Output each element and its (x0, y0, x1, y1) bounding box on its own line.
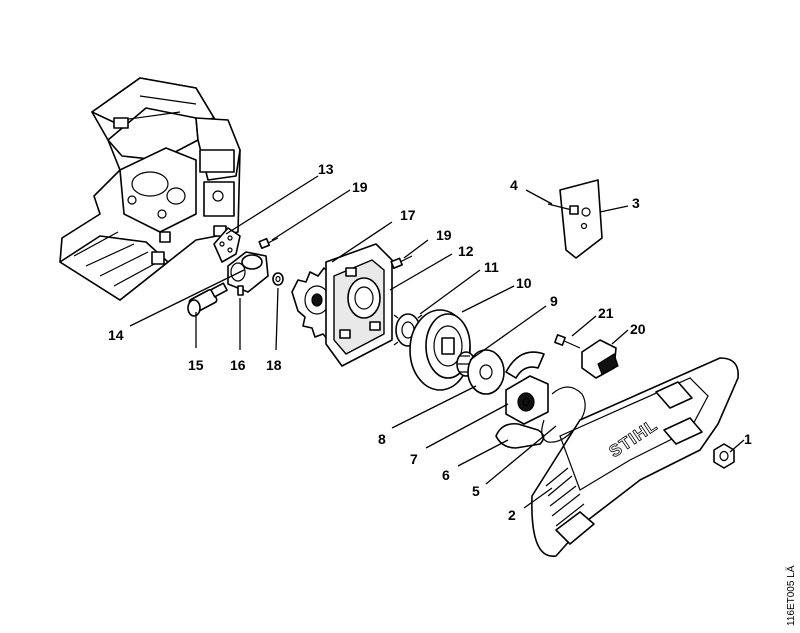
clutch-drum-10 (409, 309, 471, 391)
oil-pump-housing-16 (227, 251, 269, 296)
brake-band-6 (495, 422, 545, 449)
callout-10: 10 (516, 275, 532, 291)
screw-19-upper (258, 237, 279, 250)
callout-12: 12 (458, 243, 474, 259)
engine-housing (59, 77, 241, 301)
callout-4: 4 (510, 177, 518, 193)
callout-11: 11 (484, 259, 499, 275)
sprocket-cover-2: STIHL (531, 357, 739, 557)
callout-6: 6 (442, 467, 450, 483)
buffer-20 (581, 339, 619, 379)
callout-1: 1 (744, 431, 752, 447)
washer-18 (272, 272, 284, 286)
cooling-slots (545, 467, 585, 527)
callout-13: 13 (318, 161, 334, 177)
callout-17: 17 (400, 207, 416, 223)
callout-8: 8 (378, 431, 386, 447)
callout-20: 20 (630, 321, 646, 337)
worm-gear-15 (187, 282, 228, 317)
callout-5: 5 (472, 483, 480, 499)
callout-14: 14 (108, 327, 124, 343)
brake-lever-7 (505, 351, 549, 425)
leader-lines (129, 175, 745, 509)
callout-18: 18 (266, 357, 282, 373)
screw-21 (554, 334, 581, 349)
oil-pump-plate-13 (213, 227, 241, 263)
callout-7: 7 (410, 451, 418, 467)
callout-21: 21 (598, 305, 614, 321)
callout-19-lower: 19 (436, 227, 452, 243)
washer-8 (467, 349, 505, 395)
plate-3 (559, 179, 603, 259)
nut-1 (713, 443, 735, 469)
callout-9: 9 (550, 293, 558, 309)
reference-code: 116ET005 LÄ (785, 565, 797, 626)
callout-19-upper: 19 (352, 179, 368, 195)
callout-15: 15 (188, 357, 204, 373)
callout-2: 2 (508, 507, 516, 523)
screw-19-lower (390, 255, 413, 270)
callout-labels: 1 2 3 4 5 6 7 8 9 10 11 12 13 14 15 16 1… (108, 161, 752, 523)
screw-4 (547, 203, 579, 215)
clutch-cover-plate (325, 243, 393, 367)
callout-16: 16 (230, 357, 246, 373)
callout-3: 3 (632, 195, 640, 211)
